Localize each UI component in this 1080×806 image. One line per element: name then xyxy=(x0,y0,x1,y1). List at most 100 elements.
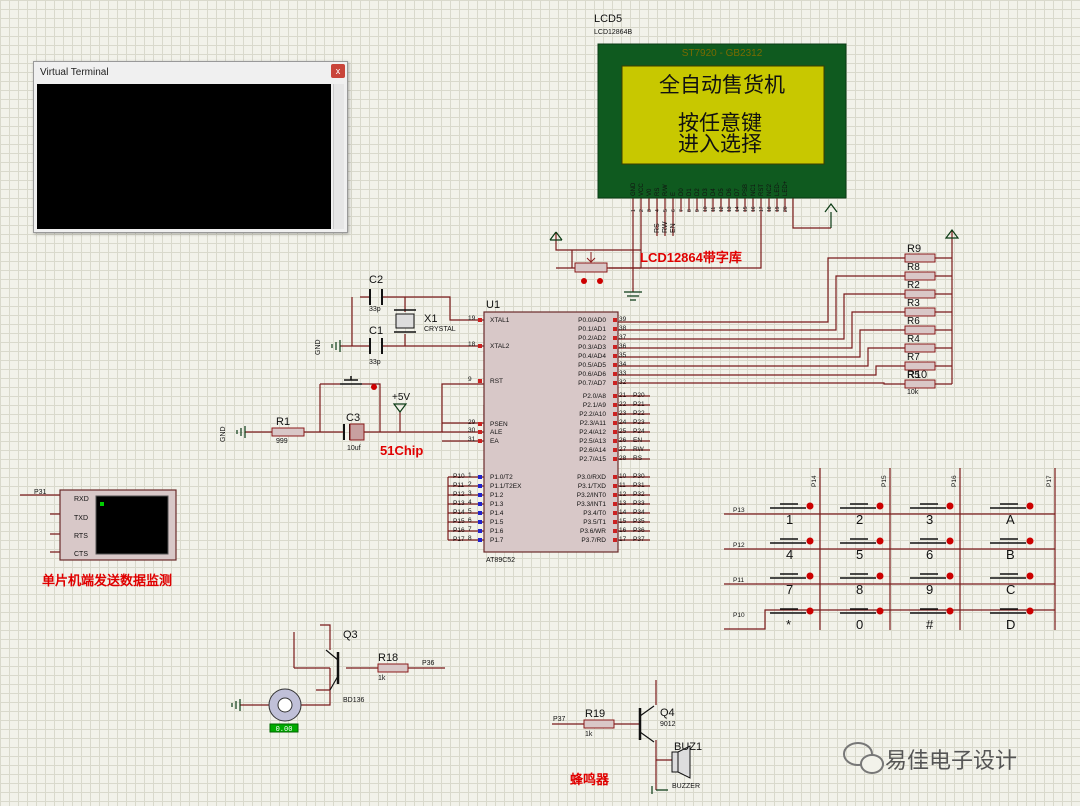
keypad-key-label: 1 xyxy=(786,512,793,527)
mcu-pin-name: P3.6/WR xyxy=(580,528,606,535)
keypad-key[interactable]: 5 xyxy=(840,537,884,563)
keypad-key[interactable]: A xyxy=(990,502,1034,528)
key-contact xyxy=(910,538,946,544)
pin-marker xyxy=(478,430,482,434)
keypad-key-label: 7 xyxy=(786,582,793,597)
keypad-key[interactable]: 6 xyxy=(910,537,954,563)
mcu-pin-name: P2.0/A8 xyxy=(583,393,607,400)
pin-marker xyxy=(613,412,617,416)
keypad-key-label: 9 xyxy=(926,582,933,597)
rpack-resistor xyxy=(904,307,936,317)
pin-marker xyxy=(613,493,617,497)
pin-marker xyxy=(478,502,482,506)
r1-value: 999 xyxy=(276,438,288,445)
virtual-terminal-window[interactable]: Virtual Terminal x xyxy=(33,61,348,233)
lcd-pin-name: D3 xyxy=(703,188,709,196)
keypad-key[interactable]: 0 xyxy=(840,607,884,633)
mcu-pin-name: P2.1/A9 xyxy=(583,402,607,409)
watermark: 易佳电子设计 xyxy=(843,742,1017,774)
keypad-key[interactable]: 9 xyxy=(910,572,954,598)
mcu-pin-name: XTAL1 xyxy=(490,317,510,324)
mcu-pin-number: 7 xyxy=(468,526,472,533)
keypad-key[interactable]: 8 xyxy=(840,572,884,598)
mcu-pin-name: P3.0/RXD xyxy=(577,474,606,481)
p1-net-label: P16 xyxy=(453,527,465,534)
lcd-pin-name: RST xyxy=(759,184,765,196)
key-indicator xyxy=(806,537,814,545)
keypad-key[interactable]: * xyxy=(770,607,814,633)
key-indicator xyxy=(946,537,954,545)
lcd-pin-number: 19 xyxy=(775,206,781,212)
keypad-key[interactable]: 1 xyxy=(770,502,814,528)
mcu-pin-number: 3 xyxy=(468,490,472,497)
mcu-pin-name: P1.5 xyxy=(490,519,504,526)
lcd-pin-name: D1 xyxy=(687,188,693,196)
lcd-module[interactable]: LCD5 LCD12864B ST7920 - GB2312 全自动售货机 按任… xyxy=(594,13,847,265)
keypad-key[interactable]: 4 xyxy=(770,537,814,563)
mcu-net-label: P37 xyxy=(633,536,645,543)
reset-circuit[interactable]: R1 999 C3 10uf +5V GND xyxy=(220,376,410,452)
mcu-pin-name: P2.3/A11 xyxy=(580,420,607,427)
keypad-key[interactable]: C xyxy=(990,572,1034,598)
key-indicator xyxy=(876,537,884,545)
terminal-scrollbar[interactable] xyxy=(333,84,344,229)
net-label-rw: RW xyxy=(662,221,669,233)
keypad-key[interactable]: D xyxy=(990,607,1034,633)
mcu-pin-number: 14 xyxy=(619,509,627,516)
mcu-part: AT89C52 xyxy=(486,557,515,564)
close-icon[interactable]: x xyxy=(331,64,345,78)
mcu-pin-name: P2.7/A15 xyxy=(579,456,606,463)
mcu-pin-number: 10 xyxy=(619,473,627,480)
lcd-ref: LCD5 xyxy=(594,13,622,25)
keypad-key[interactable]: B xyxy=(990,537,1034,563)
serial-terminal[interactable]: P31 RXD TXD RTS CTS 单片机端发送数据监测 xyxy=(34,489,177,589)
lcd-contrast-pot[interactable] xyxy=(574,252,608,284)
lcd-part: LCD12864B xyxy=(594,29,632,36)
mcu-ic[interactable]: U1 AT89C52 XTAL119XTAL218RST9PSEN29ALE30… xyxy=(380,299,645,564)
keypad-key-label: * xyxy=(786,617,791,632)
key-contact xyxy=(840,538,876,544)
pin-marker xyxy=(613,394,617,398)
key-indicator xyxy=(876,502,884,510)
motor-driver[interactable]: 0.00 Q3 BD136 R18 1k P36 xyxy=(268,629,435,734)
mcu-pin-name: P0.4/AD4 xyxy=(578,353,606,360)
keypad-key[interactable]: 3 xyxy=(910,502,954,528)
rpack-value: 10k xyxy=(907,389,919,396)
lcd-pin-number: 5 xyxy=(663,209,669,212)
mcu-pin-name: P2.4/A12 xyxy=(579,429,606,436)
mcu-pin-name: PSEN xyxy=(490,421,508,428)
pin-marker xyxy=(613,475,617,479)
lcd-line-3: 进入选择 xyxy=(678,132,762,156)
rpack-resistor xyxy=(904,325,936,335)
key-indicator xyxy=(876,607,884,615)
lcd-pin-number: 4 xyxy=(655,209,661,212)
buzzer-part: BUZZER xyxy=(672,783,700,790)
mcu-pin-number: 4 xyxy=(468,499,472,506)
key-contact xyxy=(990,608,1026,614)
terminal-screen[interactable] xyxy=(37,84,331,229)
gnd-label-2: GND xyxy=(220,426,227,442)
mcu-pin-number: 29 xyxy=(468,419,476,426)
watermark-text: 易佳电子设计 xyxy=(885,749,1017,774)
key-indicator xyxy=(1026,607,1034,615)
keypad-key[interactable]: 7 xyxy=(770,572,814,598)
power-symbols xyxy=(231,203,960,794)
key-contact xyxy=(840,503,876,509)
mcu-caption: 51Chip xyxy=(380,443,423,458)
lcd-pin-name: VCC xyxy=(639,183,645,196)
key-contact xyxy=(990,573,1026,579)
lcd-pin-number: 8 xyxy=(687,209,693,212)
buzzer-driver[interactable]: P37 R19 1k Q4 9012 BUZ1 BUZZER 蜂鸣器 xyxy=(553,705,702,790)
mcu-pin-number: 11 xyxy=(619,482,626,489)
pin-marker xyxy=(478,538,482,542)
keypad-key[interactable]: 2 xyxy=(840,502,884,528)
mcu-net-label: P23 xyxy=(633,419,645,426)
lcd-pin-number: 7 xyxy=(679,209,685,212)
crystal-circuit[interactable]: C2 33p C1 33p X1 CRYSTAL GND xyxy=(315,274,456,366)
keypad-key[interactable]: # xyxy=(910,607,954,633)
lcd-pin-name: NC1 xyxy=(751,183,757,196)
c2-ref: C2 xyxy=(369,274,383,286)
pin-marker xyxy=(478,318,482,322)
